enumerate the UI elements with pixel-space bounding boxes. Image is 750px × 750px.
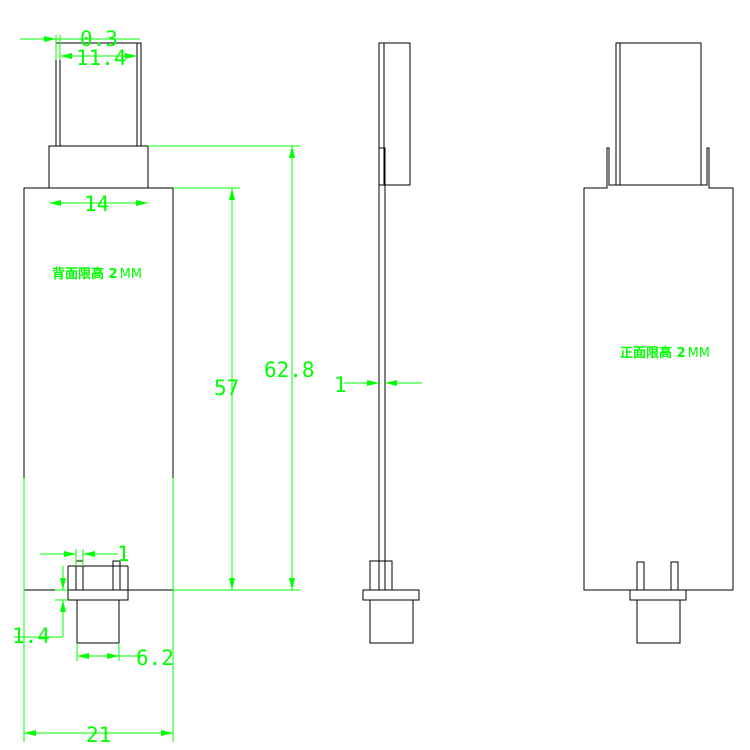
dim-11-4-label: 11.4 <box>76 46 127 70</box>
back-view <box>23 42 174 644</box>
dim-6-2-label: 6.2 <box>136 646 174 670</box>
front-connector-flange <box>629 589 687 601</box>
dim-62-8-label: 62.8 <box>264 358 315 382</box>
pin-left <box>75 560 84 591</box>
dim-21-label: 21 <box>86 723 111 747</box>
side-connector-post <box>369 560 393 591</box>
front-height-unit: MM <box>688 346 710 361</box>
front-collar-left <box>583 147 734 591</box>
front-plug <box>615 42 702 186</box>
side-view <box>362 42 420 644</box>
side-board <box>378 147 386 591</box>
connector-flange <box>67 589 129 601</box>
dim-57-label: 57 <box>214 376 239 400</box>
back-height-unit: MM <box>120 267 142 282</box>
dim-14-label: 14 <box>84 192 109 216</box>
front-pin-left <box>636 561 645 591</box>
front-height-label: 正面限高 2 <box>620 345 686 361</box>
connector-body <box>76 599 120 644</box>
dimensions: 0.3 11.4 14 57 62.8 1 1 <box>12 27 422 747</box>
board-body <box>23 187 174 591</box>
dim-1-side-label: 1 <box>334 373 347 397</box>
dim-1-pin-label: 1 <box>117 542 130 566</box>
front-view <box>583 42 734 644</box>
dim-1-4-label: 1.4 <box>12 624 50 648</box>
front-pin-right <box>670 561 679 591</box>
front-connector-body <box>636 599 681 644</box>
side-connector-body <box>369 599 414 644</box>
side-plug <box>378 42 411 186</box>
plug-collar <box>48 145 149 189</box>
dim-0-3-label: 0.3 <box>80 27 118 51</box>
back-height-label: 背面限高 2 <box>52 266 118 282</box>
side-connector-flange <box>362 589 420 601</box>
